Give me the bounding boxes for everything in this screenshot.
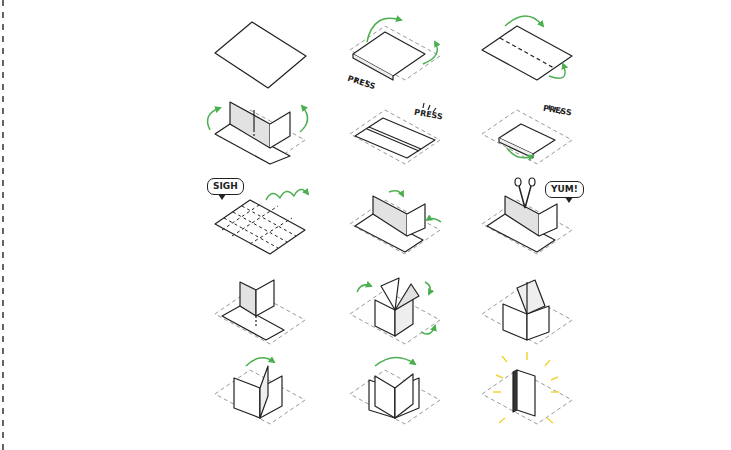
speech-bubble: SIGH <box>207 178 244 195</box>
speech-bubble: YUM! <box>545 181 584 198</box>
speech-text: SIGH <box>213 181 238 192</box>
press-label: PRESS <box>346 74 376 92</box>
press-label: PRESS <box>413 108 443 123</box>
speech-text: YUM! <box>551 184 578 195</box>
press-label: PRESS <box>542 104 572 119</box>
